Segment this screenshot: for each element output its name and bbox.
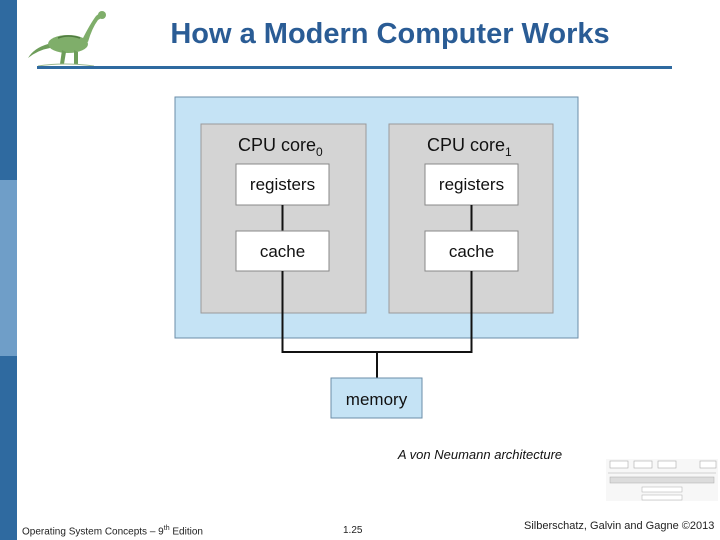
cache-box-0: [235, 230, 330, 272]
title-divider: [37, 66, 672, 69]
cpu-core-0-label: CPU core0: [238, 135, 323, 159]
registers-label-1: registers: [439, 175, 504, 194]
registers-box-1: [424, 163, 519, 206]
memory-box: [330, 377, 423, 419]
registers-label-0: registers: [250, 175, 315, 194]
cache-label-1: cache: [449, 242, 494, 261]
dinosaur-logo-icon: [28, 11, 106, 67]
slide-thumbnail-icon: [606, 459, 718, 501]
sidebar-bar: [0, 0, 17, 540]
footer-copyright: Silberschatz, Galvin and Gagne ©2013: [524, 520, 715, 532]
page-title: How a Modern Computer Works: [170, 18, 610, 50]
figure-caption: A von Neumann architecture: [397, 447, 563, 462]
sidebar-light-segment: [0, 180, 17, 356]
registers-box-0: [235, 163, 330, 206]
footer-page-number: 1.25: [343, 525, 363, 536]
cpu-core-1-label: CPU core1: [427, 135, 512, 159]
memory-label: memory: [346, 390, 408, 409]
footer-book-title: Operating System Concepts – 9th Edition: [22, 525, 203, 538]
cache-box-1: [424, 230, 519, 272]
cache-label-0: cache: [260, 242, 305, 261]
